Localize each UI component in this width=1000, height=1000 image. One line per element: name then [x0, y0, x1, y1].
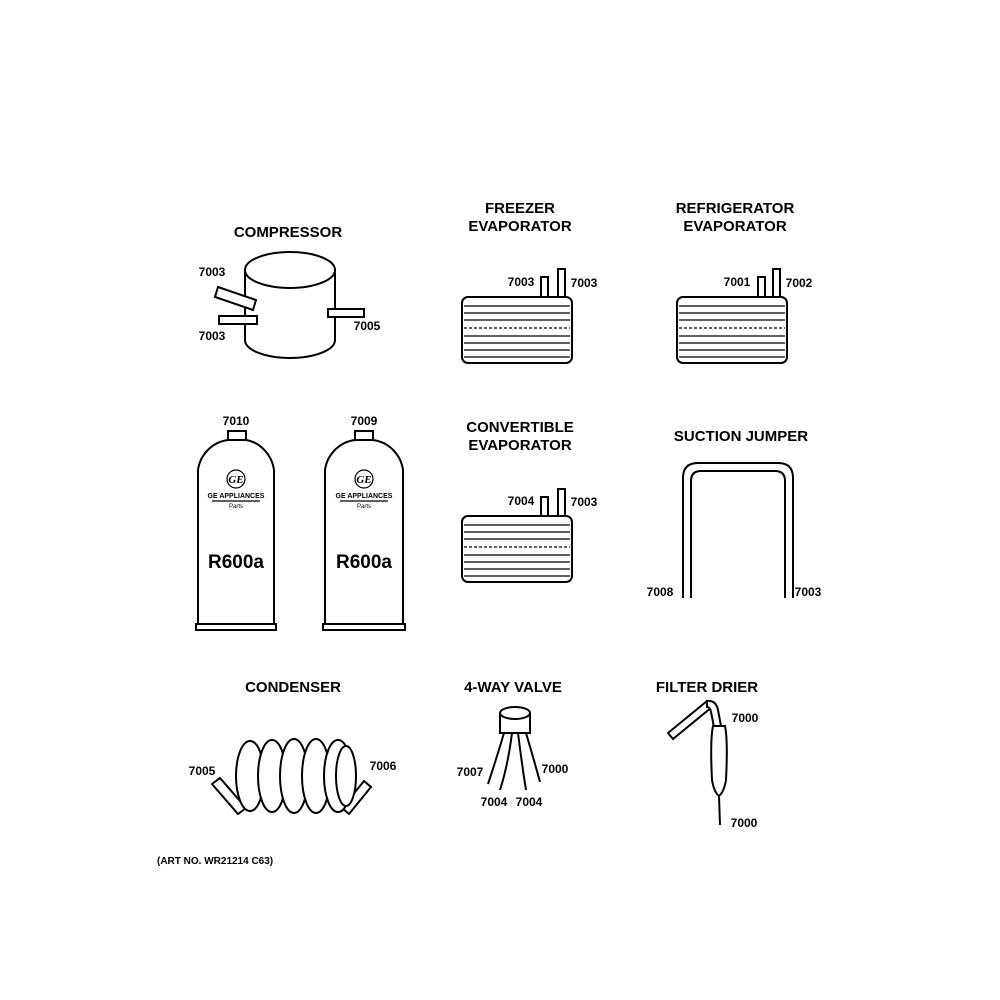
can-1-sub: Parts [229, 504, 243, 510]
can-2-base [322, 623, 406, 631]
convertible-evaporator-part: CONVERTIBLE EVAPORATOR 7004 7003 [461, 419, 598, 583]
can-1-logo-icon [226, 469, 246, 489]
can-2-sub: Parts [357, 504, 371, 510]
filter-drier-label-7000-top: 7000 [732, 711, 759, 725]
compressor-label-7003-lower: 7003 [199, 329, 226, 343]
filter-drier-outlet-tube [718, 795, 721, 826]
four-way-valve-label-7004-left: 7004 [481, 795, 508, 809]
compressor-part: COMPRESSOR 7003 7003 7005 [199, 224, 381, 359]
four-way-valve-label-7004-right: 7004 [516, 795, 543, 809]
convertible-evaporator-fins [464, 524, 570, 577]
filter-drier-body [710, 725, 728, 798]
suction-jumper-tube-outer [682, 462, 794, 598]
compressor-label-7005: 7005 [354, 319, 381, 333]
can-1-brand: GE APPLIANCES [208, 493, 265, 500]
refrigerator-evaporator-label-7001: 7001 [724, 275, 751, 289]
filter-drier-bend [706, 699, 723, 729]
filter-drier-title: FILTER DRIER [656, 679, 758, 696]
can-1-logo: GE [228, 474, 243, 486]
compressor-title: COMPRESSOR [234, 224, 343, 241]
four-way-valve-title: 4-WAY VALVE [464, 679, 562, 696]
suction-jumper-label-7003: 7003 [795, 585, 822, 599]
can-2-logo: GE [356, 474, 371, 486]
four-way-valve-label-7000: 7000 [542, 762, 569, 776]
four-way-valve-tubes [487, 732, 541, 791]
compressor-label-7003-upper: 7003 [199, 265, 226, 279]
condenser-label-7006: 7006 [370, 759, 397, 773]
can-2-label: 7009 [351, 414, 378, 428]
refrigerator-evaporator-title-line1: REFRIGERATOR [676, 200, 795, 217]
compressor-tube-lower [218, 315, 258, 325]
art-number: (ART NO. WR21214 C63) [157, 856, 273, 867]
can-1-refrigerant: R600a [208, 552, 264, 573]
freezer-evaporator-coil [461, 296, 573, 364]
convertible-evaporator-title-line2: EVAPORATOR [468, 437, 572, 454]
refrigerant-can-7009: 7009 GE GE APPLIANCES Parts R600a [322, 414, 406, 631]
can-1-label: 7010 [223, 414, 250, 428]
freezer-evaporator-title-line1: FREEZER [485, 200, 555, 217]
refrigerator-evaporator-part: REFRIGERATOR EVAPORATOR 7001 7002 [676, 200, 813, 364]
filter-drier-label-7000-bottom: 7000 [731, 816, 758, 830]
filter-drier-part: FILTER DRIER 7000 7000 [656, 679, 759, 830]
condenser-part: CONDENSER 7005 7006 [189, 679, 397, 816]
freezer-evaporator-part: FREEZER EVAPORATOR 7003 7003 [461, 200, 598, 364]
suction-jumper-title: SUCTION JUMPER [674, 428, 808, 445]
four-way-valve-top [499, 706, 531, 720]
four-way-valve-label-7007: 7007 [457, 765, 484, 779]
convertible-evaporator-title-line1: CONVERTIBLE [466, 419, 574, 436]
refrigerator-evaporator-label-7002: 7002 [786, 276, 813, 290]
can-1-body [197, 439, 275, 626]
suction-jumper-part: SUCTION JUMPER 7008 7003 [647, 428, 822, 599]
refrigerator-evaporator-coil [676, 296, 788, 364]
filter-drier-inlet-tube [666, 699, 714, 741]
freezer-evaporator-label-7003-left: 7003 [508, 275, 535, 289]
can-1-base [195, 623, 277, 631]
condenser-label-7005: 7005 [189, 764, 216, 778]
convertible-evaporator-coil [461, 515, 573, 583]
refrigerator-evaporator-fins [679, 305, 785, 358]
convertible-evaporator-label-7003: 7003 [571, 495, 598, 509]
can-2-refrigerant: R600a [336, 552, 392, 573]
compressor-tube-upper [213, 285, 258, 312]
freezer-evaporator-label-7003-right: 7003 [571, 276, 598, 290]
freezer-evaporator-title-line2: EVAPORATOR [468, 218, 572, 235]
refrigerant-can-7010: 7010 GE GE APPLIANCES Parts R600a [195, 414, 277, 631]
can-2-body [324, 439, 404, 626]
can-2-logo-icon [354, 469, 374, 489]
condenser-title: CONDENSER [245, 679, 341, 696]
suction-jumper-label-7008: 7008 [647, 585, 674, 599]
refrigerator-evaporator-title-line2: EVAPORATOR [683, 218, 787, 235]
four-way-valve-part: 4-WAY VALVE 7007 7000 7004 7004 [457, 679, 569, 809]
condenser-coil [235, 738, 357, 814]
freezer-evaporator-fins [464, 305, 570, 358]
compressor-top [244, 251, 336, 289]
compressor-body [244, 270, 336, 359]
compressor-tube-right [327, 308, 365, 318]
convertible-evaporator-label-7004: 7004 [508, 494, 535, 508]
can-2-brand: GE APPLIANCES [336, 493, 393, 500]
suction-jumper-tube-inner [690, 470, 786, 598]
